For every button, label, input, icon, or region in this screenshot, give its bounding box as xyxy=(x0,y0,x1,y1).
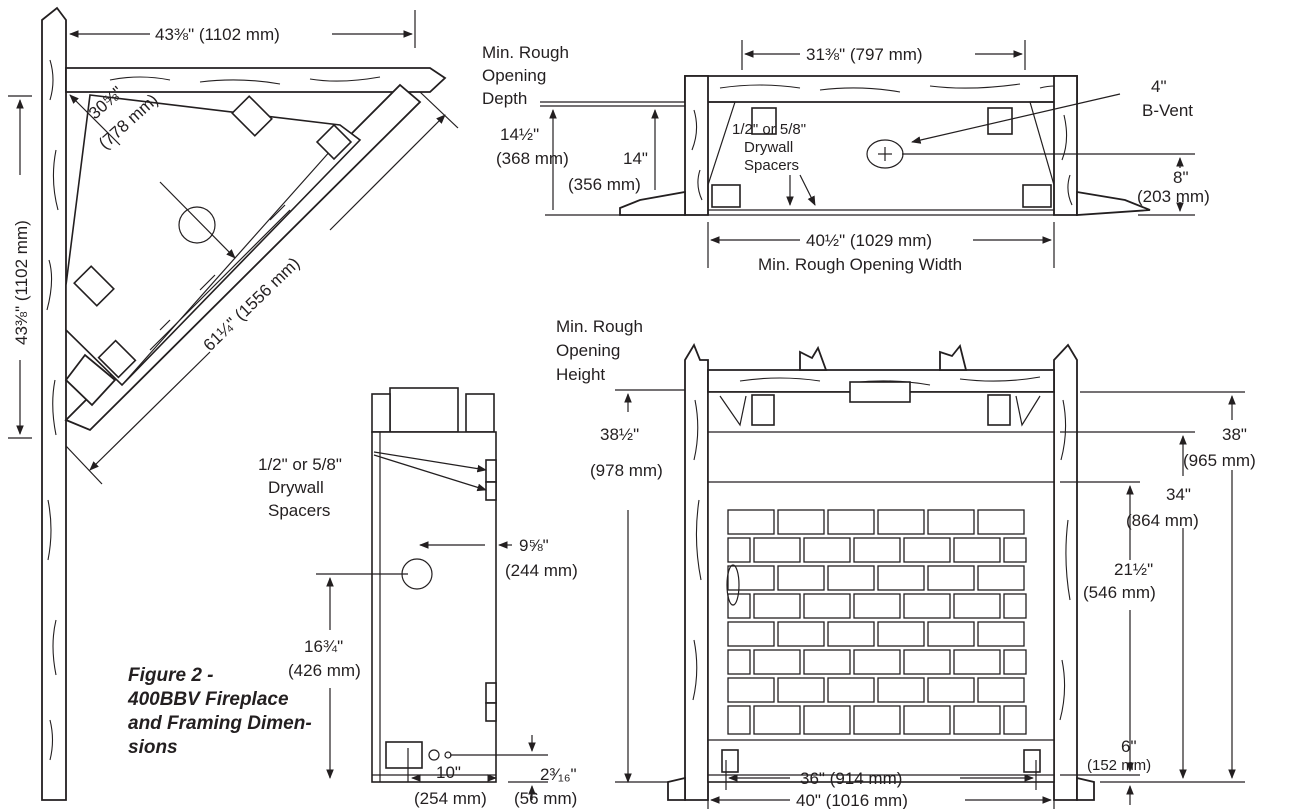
h1-a: 38½" xyxy=(600,425,639,444)
vent-offset-b: (203 mm) xyxy=(1137,187,1210,206)
depth1-b: (368 mm) xyxy=(496,149,569,168)
side-spacer-3: Spacers xyxy=(268,501,330,520)
vent-offset-b: (244 mm) xyxy=(505,561,578,580)
rough-height-line2: Opening xyxy=(556,341,620,360)
gas-b: (254 mm) xyxy=(414,789,487,808)
h2-b: (965 mm) xyxy=(1183,451,1256,470)
rough-depth-line3: Depth xyxy=(482,89,527,108)
rough-depth-line1: Min. Rough xyxy=(482,43,569,62)
h5-b: (152 mm) xyxy=(1087,757,1151,774)
rough-width: 40½" (1029 mm) xyxy=(806,231,932,250)
corner-install-view: 43⅜" (1102 mm) 43⅜" (1102 mm) 30⅝" (778 … xyxy=(8,6,459,801)
corner-wall-height: 43⅜" (1102 mm) xyxy=(12,220,31,345)
caption-line2: 400BBV Fireplace xyxy=(127,689,289,710)
top-spacer-2: Drywall xyxy=(744,139,793,156)
w1: 36" (914 mm) xyxy=(800,769,902,788)
depth2-b: (356 mm) xyxy=(568,175,641,194)
vent-offset-a: 9⅝" xyxy=(519,536,549,555)
side-spacer-2: Drywall xyxy=(268,478,324,497)
front-view: Min. Rough Opening Height 38½" (978 mm) … xyxy=(556,317,1256,809)
depth1-a: 14½" xyxy=(500,125,539,144)
h4-a: 21½" xyxy=(1114,560,1153,579)
side-spacer-1: 1/2" or 5/8" xyxy=(258,455,342,474)
vent-label-1: 4" xyxy=(1151,77,1167,96)
h4-b: (546 mm) xyxy=(1083,583,1156,602)
h3-a: 34" xyxy=(1166,485,1191,504)
rough-width-label: Min. Rough Opening Width xyxy=(758,255,962,274)
h3-b: (864 mm) xyxy=(1126,511,1199,530)
h1-b: (978 mm) xyxy=(590,461,663,480)
top-spacer-1: 1/2" or 5/8" xyxy=(732,121,806,138)
rough-height-line3: Height xyxy=(556,365,605,384)
vent-height-b: (426 mm) xyxy=(288,661,361,680)
figure-caption: Figure 2 - 400BBV Fireplace and Framing … xyxy=(127,665,312,758)
rough-height-line1: Min. Rough xyxy=(556,317,643,336)
gas-h-a: 2³⁄₁₆" xyxy=(540,765,577,784)
caption-line4: sions xyxy=(128,737,178,758)
caption-line1: Figure 2 - xyxy=(128,665,214,686)
h2-a: 38" xyxy=(1222,425,1247,444)
h5-a: 6" xyxy=(1121,737,1137,756)
gas-h-b: (56 mm) xyxy=(514,789,577,808)
top-width: 31⅜" (797 mm) xyxy=(806,45,923,64)
top-plan-view: Min. Rough Opening Depth 31⅜" (797 mm) 1… xyxy=(482,40,1210,274)
vent-label-2: B-Vent xyxy=(1142,101,1193,120)
vent-height-a: 16¾" xyxy=(304,637,343,656)
corner-wall-width: 43⅜" (1102 mm) xyxy=(155,25,280,44)
rough-depth-line2: Opening xyxy=(482,66,546,85)
depth2-a: 14" xyxy=(623,149,648,168)
vent-offset-a: 8" xyxy=(1173,168,1189,187)
w2: 40" (1016 mm) xyxy=(796,791,908,809)
gas-a: 10" xyxy=(436,763,461,782)
brick-pattern xyxy=(726,509,1027,735)
top-spacer-3: Spacers xyxy=(744,157,799,174)
caption-line3: and Framing Dimen- xyxy=(128,713,312,734)
side-view: 1/2" or 5/8" Drywall Spacers 9⅝" (244 mm… xyxy=(258,387,578,808)
